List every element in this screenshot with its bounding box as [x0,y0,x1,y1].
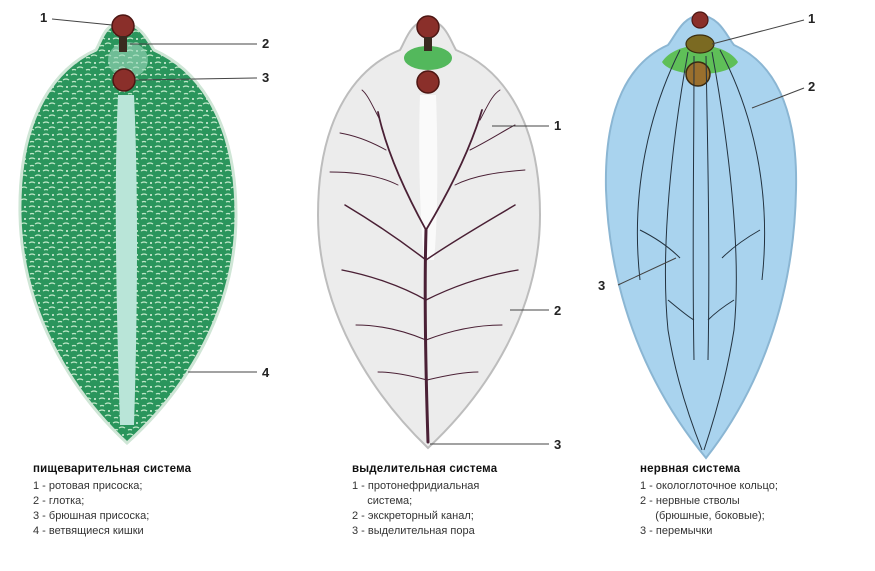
digestive-legend-item: 4 - ветвящиеся кишки [33,524,293,539]
nervous-legend-item: 2 - нервные стволы [640,494,872,509]
excretory-callout-3: 3 [554,437,561,452]
excretory-legend-item: 1 - протонефридиальная [352,479,597,494]
nervous-legend-item: 3 - перемычки [640,524,872,539]
nervous-callout-1: 1 [808,11,815,26]
excretory-pharynx [424,37,432,51]
digestive-callout-3: 3 [262,70,269,85]
digestive-callout-line-1 [52,19,112,25]
nervous-oral-sucker [692,12,708,28]
excretory-callout-2: 2 [554,303,561,318]
digestive-callout-4: 4 [262,365,270,380]
nervous-callout-2: 2 [808,79,815,94]
digestive-ventral-sucker [113,69,135,91]
excretory-legend-title: выделительная система [352,462,597,477]
digestive-callout-1: 1 [40,10,47,25]
digestive-legend-title: пищеварительная система [33,462,293,477]
nervous-legend: нервная система 1 - окологлоточное кольц… [640,462,872,539]
digestive-legend-item: 1 - ротовая присоска; [33,479,293,494]
excretory-legend-item: система; [352,494,597,509]
nervous-legend-item: 1 - окологлоточное кольцо; [640,479,872,494]
digestive-legend-item: 2 - глотка; [33,494,293,509]
excretory-legend: выделительная система 1 - протонефридиал… [352,462,597,539]
digestive-legend: пищеварительная система 1 - ротовая прис… [33,462,293,539]
digestive-intestine-midline [116,95,137,425]
excretory-oral-sucker [417,16,439,38]
excretory-legend-item: 3 - выделительная пора [352,524,597,539]
excretory-ventral-sucker [417,71,439,93]
nervous-legend-item: (брюшные, боковые); [640,509,872,524]
excretory-legend-item: 2 - экскреторный канал; [352,509,597,524]
digestive-pharynx [119,36,127,52]
nervous-legend-title: нервная система [640,462,872,477]
nervous-callout-3: 3 [598,278,605,293]
excretory-panel: 1 2 3 [318,16,561,452]
nervous-panel: 1 2 3 [598,11,815,458]
digestive-legend-item: 3 - брюшная присоска; [33,509,293,524]
nervous-pharyngeal-ring [686,35,714,53]
digestive-panel: 1 2 3 4 [20,10,270,443]
excretory-callout-1: 1 [554,118,561,133]
digestive-oral-sucker [112,15,134,37]
digestive-callout-2: 2 [262,36,269,51]
